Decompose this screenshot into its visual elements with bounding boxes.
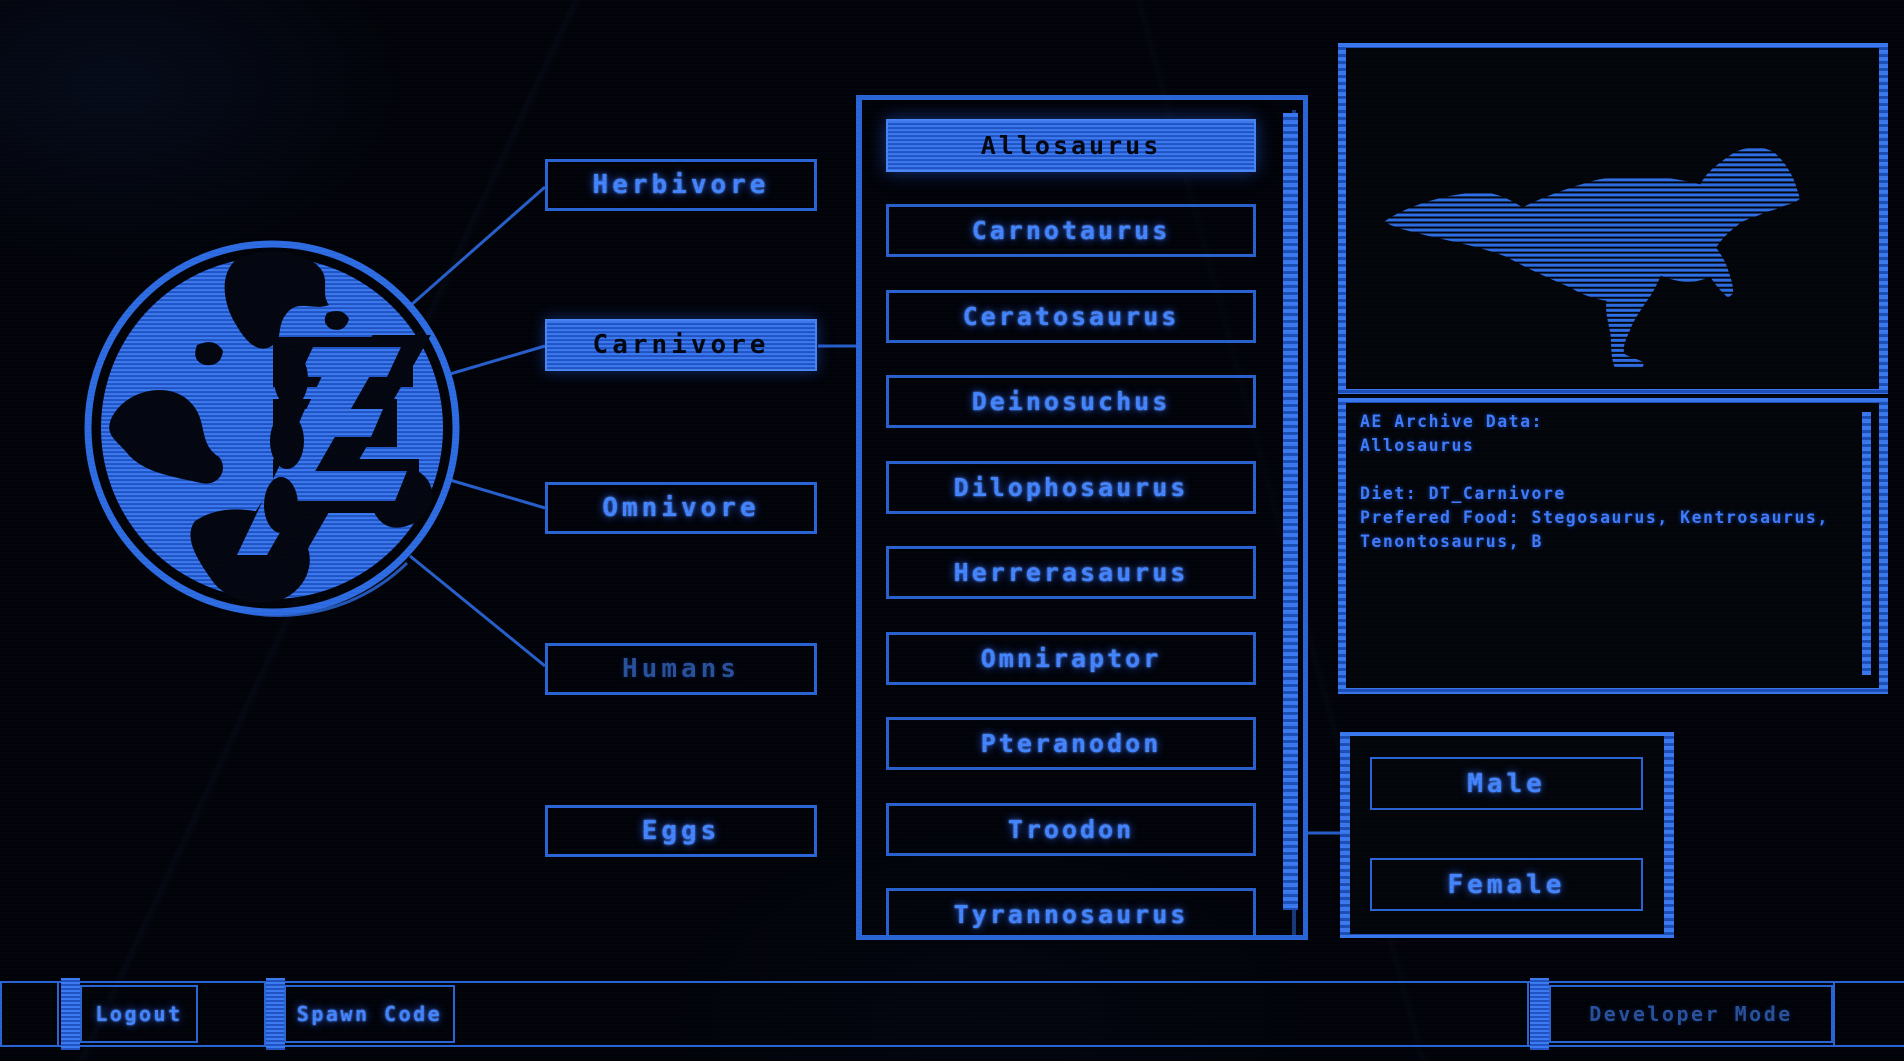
species-scrollbar-thumb[interactable] <box>1283 113 1298 910</box>
female-button[interactable]: Female <box>1370 858 1643 911</box>
archive-line: Diet: DT_Carnivore <box>1360 484 1566 503</box>
archive-line <box>1360 458 1853 482</box>
species-label: Troodon <box>1007 815 1135 844</box>
category-label: Herbivore <box>592 170 770 200</box>
species-row-allosaurus[interactable]: Allosaurus <box>886 119 1256 172</box>
archive-data-viewport: AE Archive Data: Allosaurus Diet: DT_Car… <box>1346 403 1879 688</box>
category-label: Eggs <box>641 816 721 846</box>
archive-line: AE Archive Data: <box>1360 412 1543 431</box>
archive-line: Allosaurus <box>1360 436 1475 455</box>
category-label: Humans <box>622 654 740 684</box>
logout-button[interactable]: Logout <box>80 985 198 1043</box>
male-button[interactable]: Male <box>1370 757 1643 810</box>
species-row-tyrannosaurus[interactable]: Tyrannosaurus <box>886 888 1256 935</box>
footer-separator-block <box>1530 978 1549 1050</box>
footer-divider <box>264 983 266 1045</box>
footer-separator-block <box>61 978 80 1050</box>
spawn-code-button[interactable]: Spawn Code <box>284 985 455 1043</box>
male-label: Male <box>1467 768 1546 799</box>
species-preview-panel <box>1338 43 1888 394</box>
footer-bar: Logout Spawn Code Developer Mode <box>0 978 1904 1050</box>
species-label: Dilophosaurus <box>953 473 1189 502</box>
archive-data-text: AE Archive Data: Allosaurus Diet: DT_Car… <box>1360 410 1853 554</box>
logout-label: Logout <box>95 1002 183 1026</box>
species-list-panel: Allosaurus Carnotaurus Ceratosaurus Dein… <box>856 95 1308 940</box>
spawn-code-label: Spawn Code <box>296 1002 443 1026</box>
species-label: Ceratosaurus <box>962 302 1180 331</box>
species-row-ceratosaurus[interactable]: Ceratosaurus <box>886 290 1256 343</box>
archive-line: Prefered Food: Stegosaurus, Kentrosaurus… <box>1360 508 1829 527</box>
allosaurus-silhouette-icon <box>1384 147 1801 369</box>
category-button-humans[interactable]: Humans <box>545 643 817 695</box>
sex-select-inner: Male Female <box>1350 736 1664 934</box>
sex-select-panel: Male Female <box>1340 732 1674 938</box>
species-row-herrerasaurus[interactable]: Herrerasaurus <box>886 546 1256 599</box>
footer-separator-block <box>266 978 285 1050</box>
category-label: Carnivore <box>592 330 770 360</box>
species-label: Tyrannosaurus <box>953 900 1189 929</box>
category-label: Omnivore <box>602 493 760 523</box>
category-button-carnivore[interactable]: Carnivore <box>545 319 817 371</box>
footer-divider <box>1527 983 1529 1045</box>
species-label: Herrerasaurus <box>953 558 1189 587</box>
archive-data-panel: AE Archive Data: Allosaurus Diet: DT_Car… <box>1338 398 1888 694</box>
species-row-deinosuchus[interactable]: Deinosuchus <box>886 375 1256 428</box>
species-label: Pteranodon <box>980 729 1162 758</box>
category-button-herbivore[interactable]: Herbivore <box>545 159 817 211</box>
category-button-eggs[interactable]: Eggs <box>545 805 817 857</box>
footer-divider <box>1833 983 1835 1045</box>
species-row-troodon[interactable]: Troodon <box>886 803 1256 856</box>
developer-mode-label: Developer Mode <box>1589 1002 1793 1026</box>
category-button-omnivore[interactable]: Omnivore <box>545 482 817 534</box>
species-label: Omniraptor <box>980 644 1162 673</box>
species-label: Deinosuchus <box>971 387 1171 416</box>
species-row-dilophosaurus[interactable]: Dilophosaurus <box>886 461 1256 514</box>
archive-line: Tenontosaurus, B <box>1360 532 1543 551</box>
species-row-pteranodon[interactable]: Pteranodon <box>886 717 1256 770</box>
ae-globe-logo <box>77 233 467 623</box>
female-label: Female <box>1447 869 1566 900</box>
archive-scrollbar-thumb[interactable] <box>1862 412 1871 675</box>
footer-divider <box>57 983 59 1045</box>
species-label: Carnotaurus <box>971 216 1171 245</box>
species-label: Allosaurus <box>980 131 1162 160</box>
footer-divider <box>0 983 2 1045</box>
developer-mode-button[interactable]: Developer Mode <box>1549 985 1833 1043</box>
species-row-carnotaurus[interactable]: Carnotaurus <box>886 204 1256 257</box>
species-preview-viewport <box>1346 48 1879 389</box>
species-row-omniraptor[interactable]: Omniraptor <box>886 632 1256 685</box>
